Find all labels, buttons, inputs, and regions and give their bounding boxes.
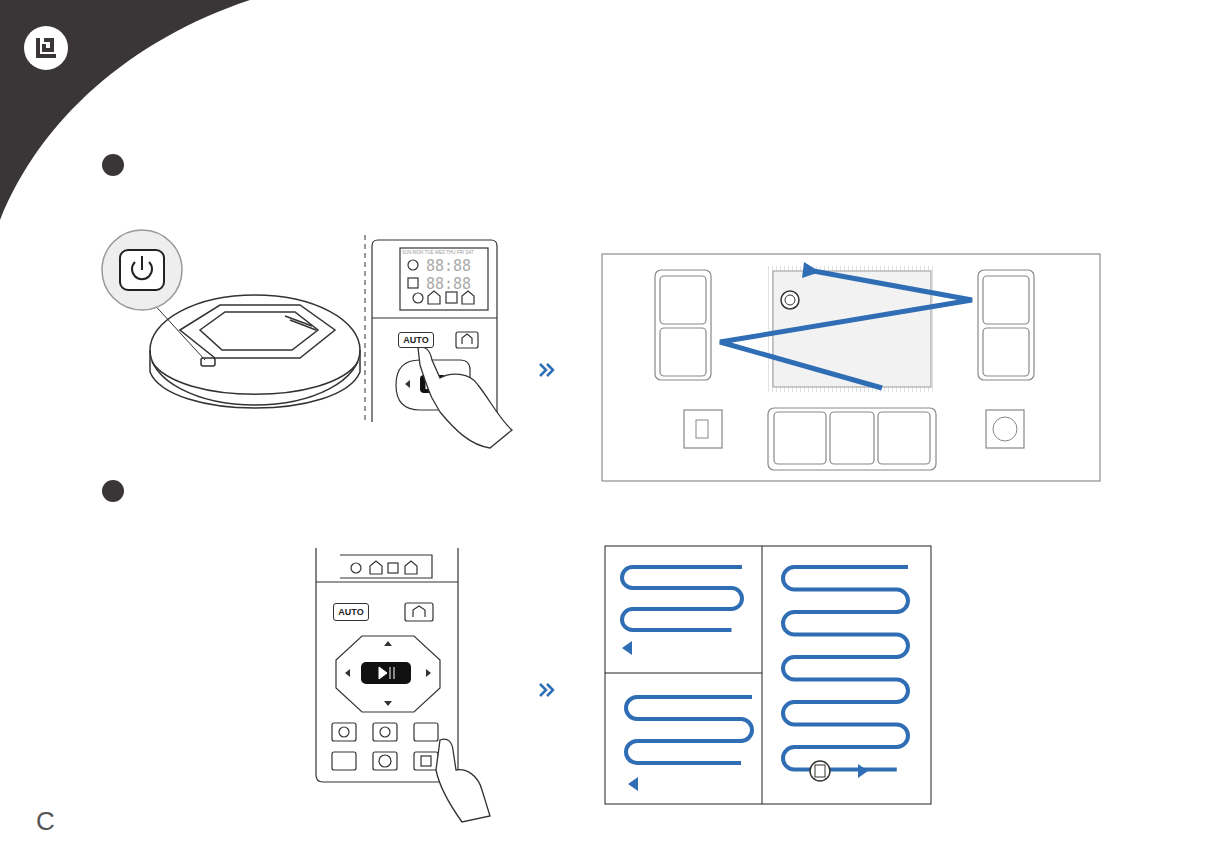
- zone-grid: [605, 546, 931, 804]
- power-button: [120, 250, 164, 290]
- divider: [365, 235, 366, 422]
- remote-button: AUTO: [398, 332, 434, 348]
- zoom-leader: [150, 300, 205, 360]
- remote-button: AUTO: [333, 603, 369, 621]
- robot-top: [781, 291, 799, 309]
- next-chevron: [540, 684, 553, 696]
- logo: [24, 26, 68, 70]
- room: [602, 254, 1100, 481]
- button-label: AUTO: [403, 335, 428, 345]
- button-label: AUTO: [338, 607, 363, 617]
- zigzag-stroke: [783, 567, 908, 770]
- lcd-digits: 88:88: [426, 257, 471, 275]
- path-arrowhead: [622, 641, 868, 791]
- zoom-circle: [102, 230, 182, 310]
- corner-band: [0, 0, 250, 220]
- path-arrowhead: [802, 262, 820, 278]
- step-bullet: [102, 154, 124, 176]
- zigzag-stroke: [622, 567, 742, 630]
- power-icon: [132, 256, 152, 279]
- remote-control: [316, 548, 458, 782]
- play-icon: [379, 667, 394, 679]
- hand: [436, 739, 490, 822]
- logo-mark: [38, 38, 56, 56]
- lamp: [696, 420, 708, 438]
- zigzag-path: [622, 567, 908, 770]
- robot-top: [785, 295, 795, 305]
- fan: [993, 417, 1017, 441]
- hand: [418, 347, 512, 448]
- step-bullet: [102, 480, 124, 502]
- robot-top: [815, 765, 825, 777]
- direction-arrows: [345, 641, 431, 706]
- next-chevron: [540, 364, 553, 376]
- left-arrow: [405, 380, 410, 388]
- robot-vacuum: [150, 295, 360, 408]
- robot-top: [810, 761, 830, 781]
- zigzag-stroke: [626, 697, 752, 763]
- weekday-row: SUN MON TUE WED THU FRI SAT: [402, 250, 474, 255]
- page-letter: C: [36, 806, 55, 837]
- lcd-digits: 88:88: [426, 275, 471, 293]
- random-path: [720, 270, 972, 388]
- play-button: [361, 662, 411, 684]
- sofa: [655, 270, 1034, 470]
